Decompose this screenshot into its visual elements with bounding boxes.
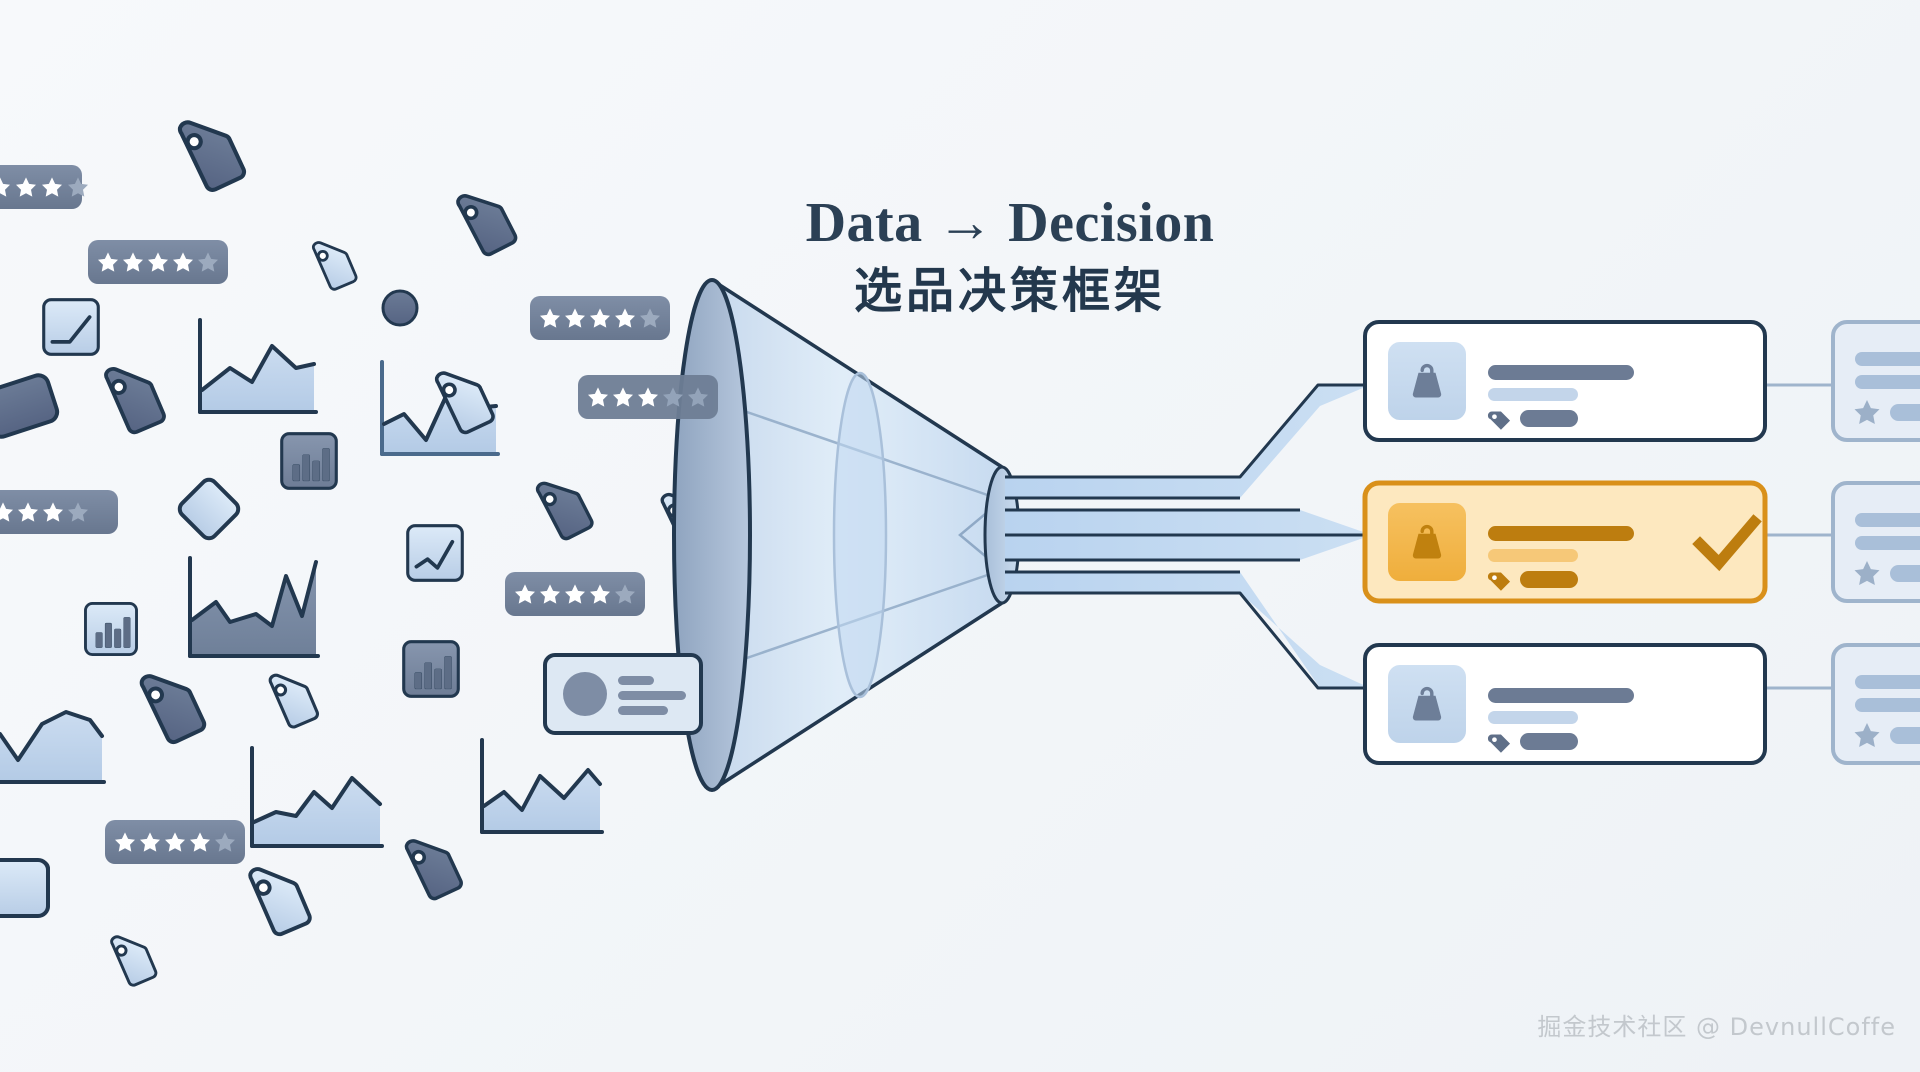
rating-badge [0, 165, 88, 209]
card-tag-pill [1520, 733, 1578, 750]
card-tag-pill [1520, 571, 1578, 588]
rating-badge [578, 375, 718, 419]
funnel-mid-ring [832, 371, 888, 699]
card-tag-pill [1520, 410, 1578, 427]
card-meta-line [1488, 549, 1578, 562]
profile-line [618, 676, 654, 685]
card-meta-line [1855, 536, 1920, 550]
beam-lower [1005, 572, 1370, 688]
watermark: 掘金技术社区 @ DevnullCoffe [1537, 1013, 1896, 1041]
check-icon [1692, 514, 1762, 572]
card-meta-line [1488, 388, 1578, 401]
rating-badge [530, 296, 670, 340]
profile-line [618, 706, 668, 715]
card-meta-line [1855, 698, 1920, 712]
card-tag-pill [1890, 565, 1920, 582]
card-title-line [1855, 513, 1920, 527]
area-chart [198, 318, 318, 414]
area-chart-group [0, 318, 604, 848]
card-tag-pill [1890, 727, 1920, 744]
offscreen-card-1[interactable] [1831, 320, 1920, 442]
card-tag-pill [1890, 404, 1920, 421]
rating-badge [88, 240, 228, 284]
card-chip-icon [0, 373, 60, 439]
area-chart [0, 710, 106, 784]
card-title-line [1488, 688, 1634, 703]
card-title-line [1488, 365, 1634, 380]
offscreen-card-2[interactable] [1831, 481, 1920, 603]
result-card-2-selected[interactable] [1362, 480, 1768, 604]
bar-chart-tile [402, 640, 460, 698]
card-meta-line [1488, 711, 1578, 724]
offscreen-card-3[interactable] [1831, 643, 1920, 765]
result-card-3[interactable] [1363, 643, 1767, 765]
output-beams [1005, 383, 1372, 690]
card-title-line [1488, 526, 1634, 541]
bar-chart-tile [84, 602, 138, 656]
diamond-icon [177, 477, 241, 541]
card-title-line [1855, 675, 1920, 689]
profile-card [543, 653, 703, 735]
card-chip-icon [0, 858, 50, 918]
bar-chart-tile [280, 432, 338, 490]
area-chart [188, 556, 320, 658]
rating-badge [105, 820, 245, 864]
beam-upper [1005, 385, 1370, 498]
result-card-1[interactable] [1363, 320, 1767, 442]
area-chart [250, 746, 384, 848]
card-title-line [1855, 352, 1920, 366]
avatar-icon [563, 672, 607, 716]
profile-line [618, 691, 686, 700]
rating-badge [0, 490, 118, 534]
card-connectors [1765, 383, 1835, 690]
rating-badge [505, 572, 645, 616]
area-chart [480, 738, 604, 834]
card-meta-line [1855, 375, 1920, 389]
dot-icon [381, 289, 419, 327]
chart-tile-group [0, 297, 465, 915]
